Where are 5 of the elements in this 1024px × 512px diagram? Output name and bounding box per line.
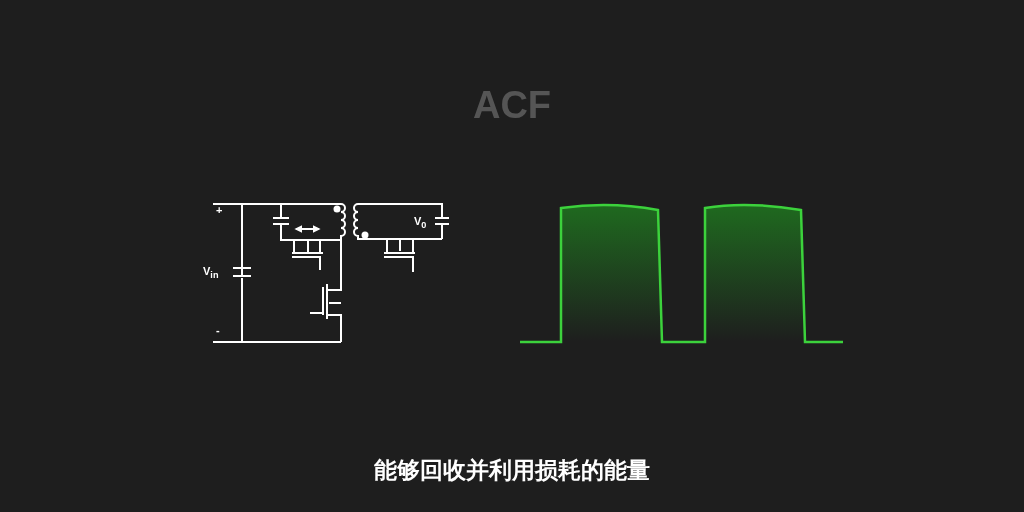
polarity-label: + <box>216 204 223 217</box>
polarity-label: - <box>216 324 220 337</box>
subtitle-caption: 能够回收并利用损耗的能量 <box>373 456 651 485</box>
voltage-label: V$_{in}$ <box>203 265 219 283</box>
voltage-label: V$_{0}$ <box>414 215 427 233</box>
